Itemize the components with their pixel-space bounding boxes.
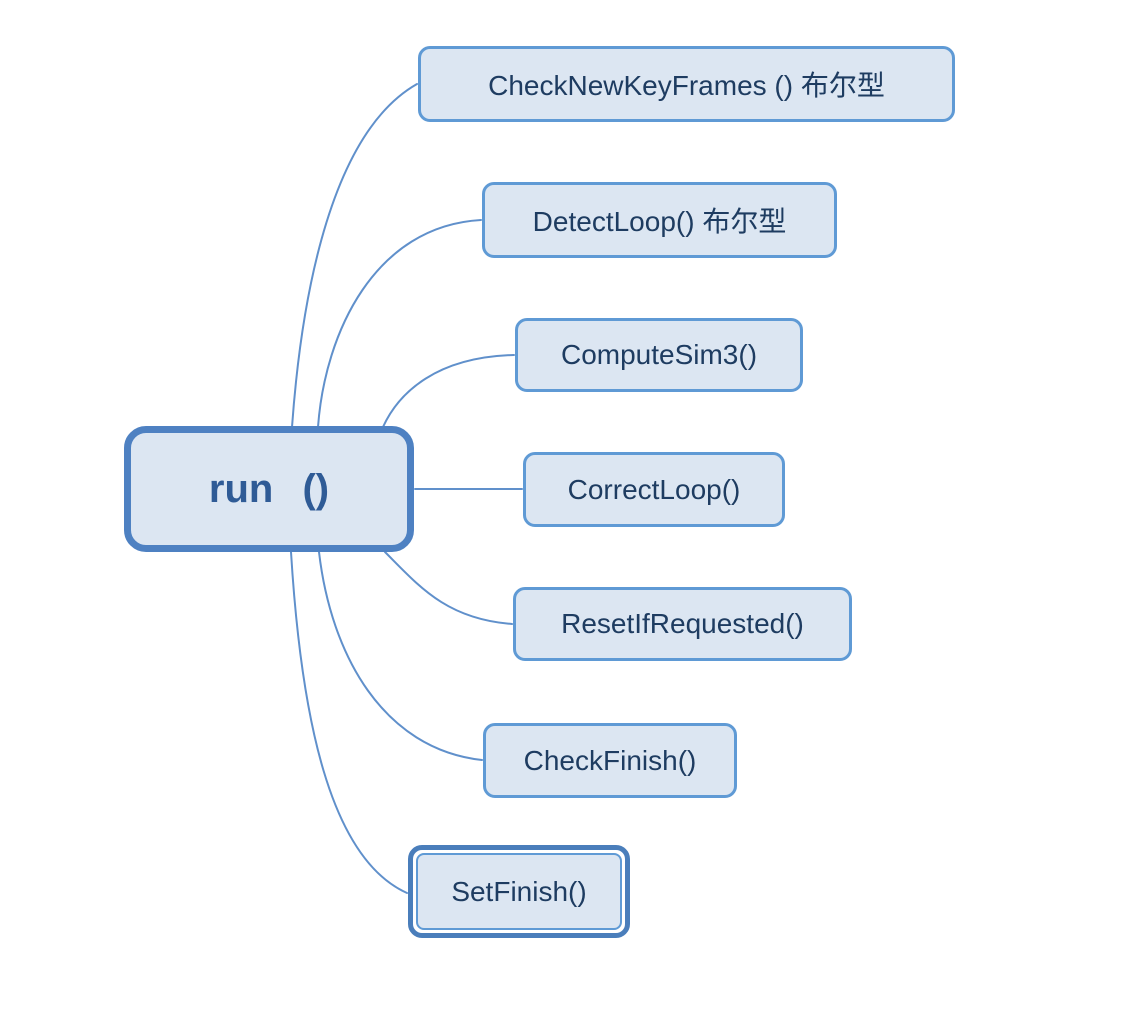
child-node-checknewkeyframes[interactable]: CheckNewKeyFrames () 布尔型 <box>418 46 955 122</box>
connector-checkfinish <box>318 551 483 761</box>
child-node-detectloop[interactable]: DetectLoop() 布尔型 <box>482 182 837 258</box>
node-label: DetectLoop() 布尔型 <box>532 206 787 237</box>
node-label: ComputeSim3() <box>560 339 758 370</box>
child-node-checkfinish[interactable]: CheckFinish() <box>483 723 737 798</box>
connector-computesim3 <box>382 354 515 428</box>
connector-checknewkeyframes <box>291 83 418 428</box>
node-label: CorrectLoop() <box>567 473 741 505</box>
root-node-label: run () <box>208 466 330 511</box>
child-node-correctloop[interactable]: CorrectLoop() <box>523 452 785 527</box>
child-node-computesim3[interactable]: ComputeSim3() <box>515 318 803 392</box>
connector-resetifrequested <box>384 551 513 625</box>
node-label: CheckFinish() <box>523 744 697 776</box>
node-label: ResetIfRequested() <box>561 608 804 639</box>
node-label: SetFinish() <box>451 875 587 907</box>
node-label: CheckNewKeyFrames () 布尔型 <box>488 70 885 101</box>
connector-setfinish <box>290 551 408 894</box>
child-node-resetifrequested[interactable]: ResetIfRequested() <box>513 587 852 661</box>
selected-node-inner: SetFinish() <box>416 853 622 930</box>
child-node-setfinish[interactable]: SetFinish() <box>408 845 630 938</box>
root-node-run[interactable]: run () <box>124 426 414 552</box>
connector-detectloop <box>317 219 482 428</box>
